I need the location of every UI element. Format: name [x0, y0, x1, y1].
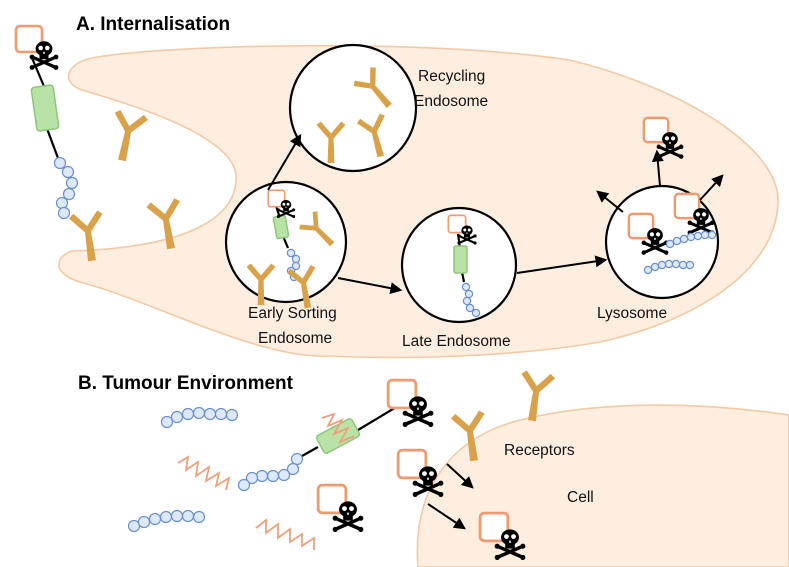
- late-endosome-adc: [448, 215, 481, 318]
- early-sorting-label-line1: Early Sorting: [248, 305, 337, 322]
- arrow-payload-uptake: [427, 503, 466, 530]
- receptor-icon: [105, 108, 149, 164]
- payload-icon: [16, 26, 58, 70]
- antibody-drug-conjugate: [237, 380, 434, 492]
- free-polymer-chain: [127, 509, 206, 533]
- payload-icon: [388, 380, 433, 427]
- polymer-fragment: [643, 259, 695, 275]
- lysosome-label: Lysosome: [597, 305, 667, 322]
- free-payload-icon: [318, 485, 363, 532]
- arrow-release-up: [651, 149, 664, 187]
- arrow-to-late-endosome: [337, 277, 403, 295]
- arrow-release-right: [699, 174, 724, 201]
- polymer-chain: [53, 156, 79, 220]
- free-linker-zigzag: [177, 455, 231, 491]
- early-sorting-label-line2: Endosome: [258, 330, 332, 347]
- recycling-label-line2: Endosome: [414, 93, 488, 110]
- recycling-label-line1: Recycling: [418, 68, 485, 85]
- cell-label: Cell: [567, 489, 594, 506]
- arrow-release-left: [596, 190, 624, 213]
- receptors-label: Receptors: [504, 442, 575, 459]
- arrow-to-recycling: [267, 133, 302, 191]
- antibody-icon: [30, 84, 60, 132]
- lysosome: [604, 184, 720, 300]
- endosome-adc: [268, 190, 301, 282]
- recycling-endosome: [288, 43, 418, 173]
- arrow-to-lysosome: [516, 255, 608, 274]
- polymer-fragment: [665, 230, 717, 249]
- arrow-payload-uptake: [446, 463, 474, 489]
- late-endosome-label: Late Endosome: [402, 333, 511, 350]
- free-polymer-chain: [160, 406, 239, 429]
- antibody-drug-conjugate: [16, 26, 109, 264]
- free-linker-zigzag: [255, 518, 315, 550]
- section-b-title: B. Tumour Environment: [78, 373, 294, 394]
- section-a-title: A. Internalisation: [76, 14, 230, 35]
